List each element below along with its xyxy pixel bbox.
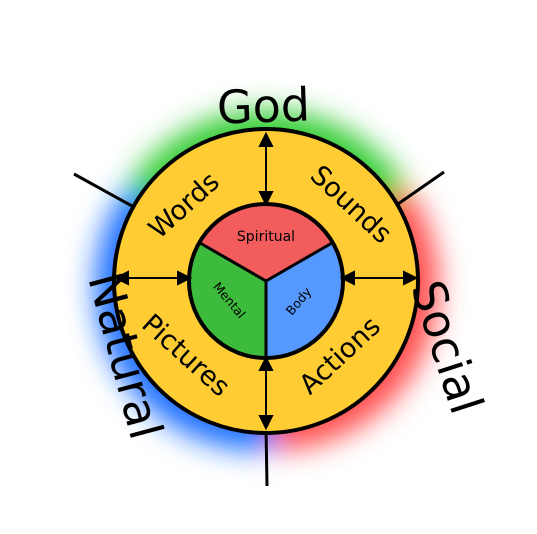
outer-dividers (73, 170, 445, 487)
arrow-bottom (258, 355, 274, 431)
divider-bottom (264, 427, 269, 487)
arrow-top (258, 131, 274, 207)
core-circle (187, 202, 345, 360)
arrow-right (339, 270, 419, 286)
outer-label-god: God (216, 77, 311, 134)
divider-right (397, 170, 445, 206)
arrow-left (113, 270, 193, 286)
arrows (113, 131, 419, 431)
core-label-spiritual: Spiritual (237, 229, 295, 245)
divider-left (73, 172, 133, 208)
